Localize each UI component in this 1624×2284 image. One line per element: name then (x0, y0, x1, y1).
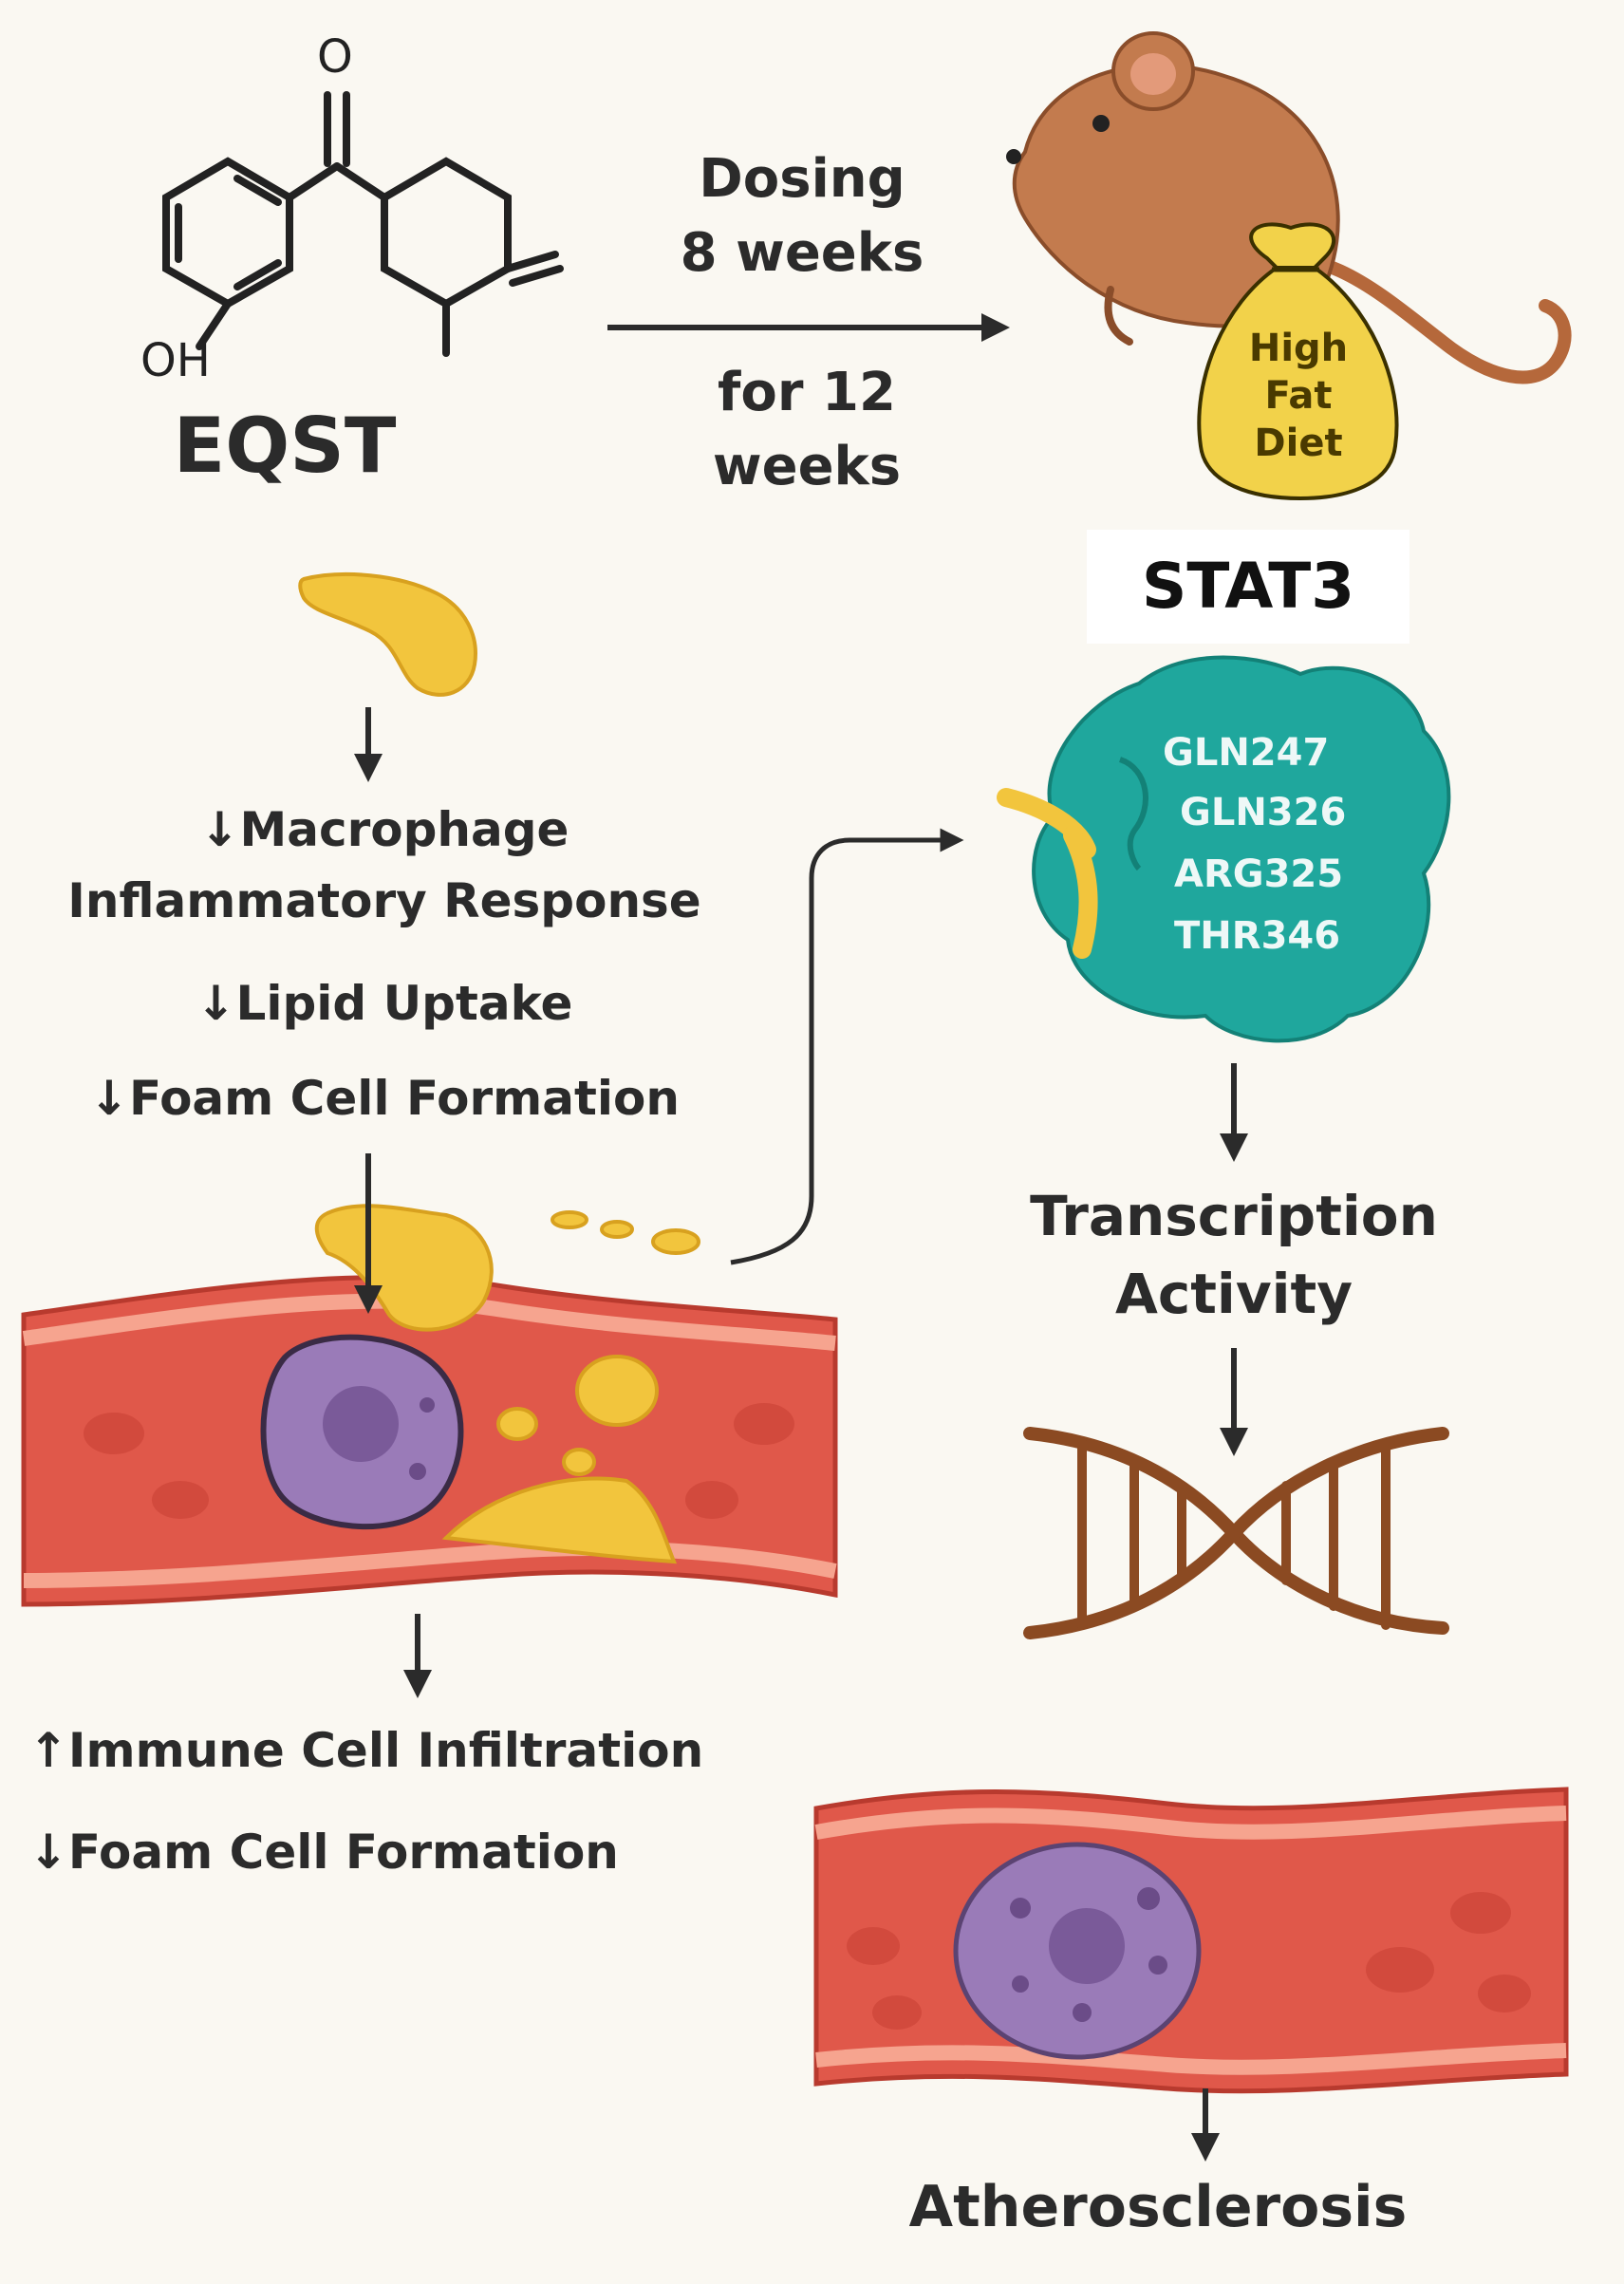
dna-helix (1023, 1427, 1449, 1639)
arrow-down-glyph: ↓ (196, 976, 236, 1031)
residue-3: ARG325 (1174, 852, 1344, 896)
residue-4: THR346 (1174, 914, 1341, 958)
bottom-effect-2-text: Foam Cell Formation (67, 1825, 619, 1880)
left-effect-1: ↓Macrophage (19, 793, 750, 867)
transcription-label: Transcription Activity (997, 1177, 1471, 1333)
bottom-effect-2: ↓Foam Cell Formation (28, 1815, 619, 1889)
arrow-down-glyph: ↓ (199, 802, 240, 857)
diet-sack-label: High Fat Diet (1208, 325, 1389, 467)
foam-cell (260, 1334, 464, 1530)
left-effect-4: ↓Foam Cell Formation (19, 1061, 750, 1135)
residue-1: GLN247 (1163, 731, 1330, 775)
arrow-down-glyph: ↓ (89, 1071, 129, 1126)
transcription-line-2: Activity (1114, 1262, 1353, 1326)
left-effect-2: Inflammatory Response (19, 864, 750, 938)
transcription-line-1: Transcription (1030, 1184, 1438, 1248)
left-effect-1-text: Macrophage (239, 802, 569, 857)
diet-line-2: Fat (1264, 374, 1333, 418)
plaque-lipids (314, 1204, 700, 1564)
mouse-illustration (1006, 31, 1572, 384)
target-name: STAT3 (1087, 530, 1409, 644)
bottom-effect-1-text: Immune Cell Infiltration (67, 1723, 704, 1778)
eqst-structure (162, 91, 564, 357)
dosing-line-2: 8 weeks (680, 222, 924, 284)
residue-2: GLN326 (1180, 791, 1347, 834)
left-effect-4-text: Foam Cell Formation (128, 1071, 680, 1126)
dosing-line-1: Dosing (699, 148, 905, 210)
arrow-up-glyph: ↑ (28, 1723, 68, 1778)
left-effect-3: ↓Lipid Uptake (19, 966, 750, 1040)
left-effect-3-text: Lipid Uptake (235, 976, 573, 1031)
diet-line-1: High (1248, 327, 1349, 370)
dosing-label: Dosing 8 weeks (636, 142, 968, 290)
left-effect-2-text: Inflammatory Response (67, 873, 701, 928)
compound-name: EQST (173, 402, 397, 490)
outcome-label: Atherosclerosis (908, 2174, 1408, 2240)
stat3-protein (997, 655, 1451, 1043)
carbonyl-label: O (317, 30, 353, 84)
arrow-down-glyph: ↓ (28, 1825, 68, 1880)
oh-label: OH (140, 334, 211, 387)
diet-sack (1197, 222, 1399, 501)
diet-line-3: Diet (1254, 421, 1343, 465)
duration-line-2: weeks (712, 436, 902, 497)
connector-arrow (730, 828, 964, 1265)
bottom-effect-1: ↑Immune Cell Infiltration (28, 1713, 703, 1788)
duration-label: for 12 weeks (645, 356, 968, 504)
macrophage-cell (953, 1842, 1202, 2060)
duration-line-1: for 12 (718, 362, 896, 423)
lipid-droplet-icon (298, 572, 477, 697)
